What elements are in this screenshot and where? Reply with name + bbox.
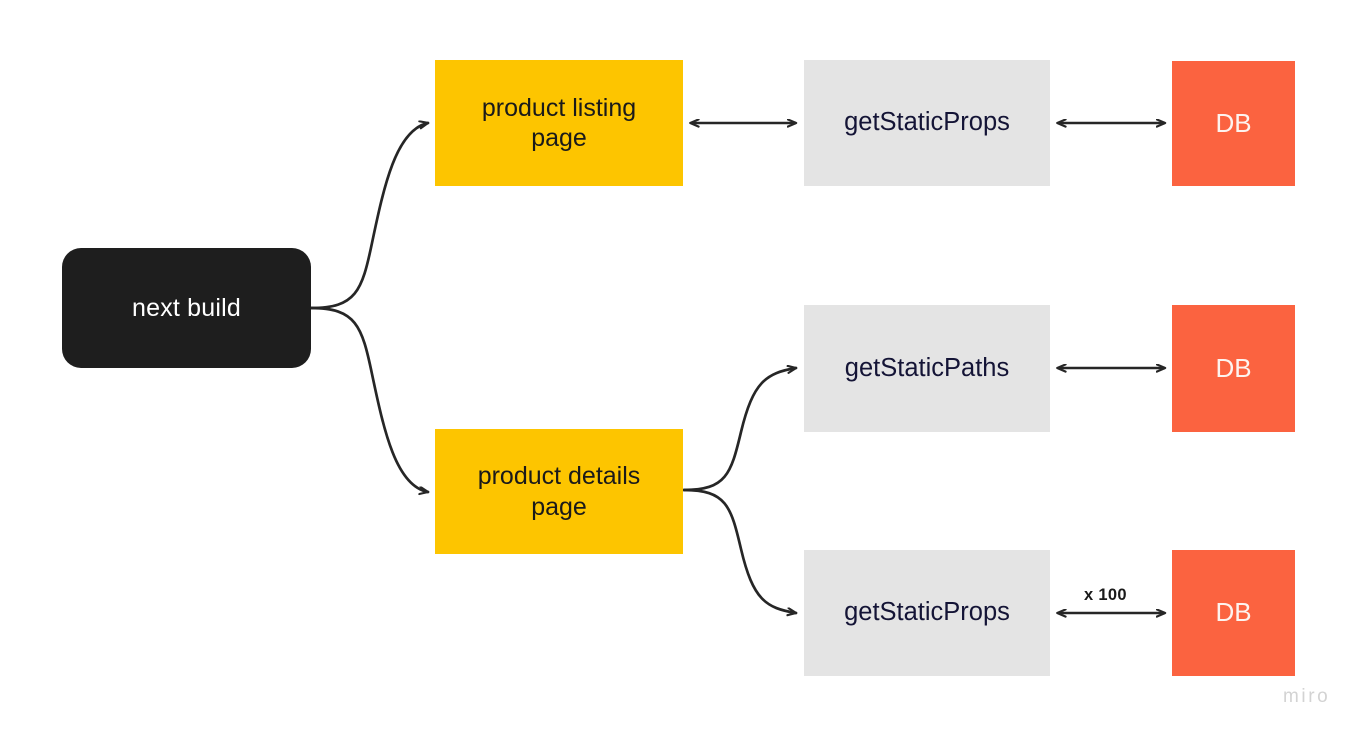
node-product-listing-page-label-line1: product listing <box>481 93 637 122</box>
node-db-listing[interactable]: DB <box>1172 61 1295 186</box>
edge-label-x100: x 100 <box>1084 586 1127 604</box>
node-db-details[interactable]: DB <box>1172 550 1295 676</box>
node-db-details-label: DB <box>1215 597 1252 628</box>
node-get-static-paths-label: getStaticPaths <box>844 353 1010 382</box>
node-next-build[interactable]: next build <box>62 248 311 368</box>
node-product-listing-page[interactable]: product listing page <box>435 60 683 186</box>
node-get-static-props-listing[interactable]: getStaticProps <box>804 60 1050 186</box>
node-product-listing-page-label-line2: page <box>531 124 587 152</box>
edge-details-to-gsp <box>682 488 798 613</box>
miro-watermark: miro <box>1283 686 1331 707</box>
node-product-details-page-label-line2: page <box>531 492 587 521</box>
node-get-static-props-details-label: getStaticProps <box>844 598 1010 627</box>
node-next-build-label: next build <box>131 293 242 322</box>
node-db-paths[interactable]: DB <box>1172 305 1295 432</box>
node-get-static-props-listing-label: getStaticProps <box>844 108 1010 137</box>
node-get-static-paths[interactable]: getStaticPaths <box>804 305 1050 432</box>
node-product-details-page-label-line1: product details <box>477 462 641 490</box>
node-db-paths-label: DB <box>1215 352 1252 383</box>
node-product-details-page[interactable]: product details page <box>435 429 683 554</box>
edge-details-to-gspaths <box>682 368 798 492</box>
edge-root-to-listing <box>309 123 430 310</box>
node-get-static-props-details[interactable]: getStaticProps <box>804 550 1050 676</box>
node-db-listing-label: DB <box>1215 107 1252 138</box>
edge-root-to-details <box>309 306 430 492</box>
